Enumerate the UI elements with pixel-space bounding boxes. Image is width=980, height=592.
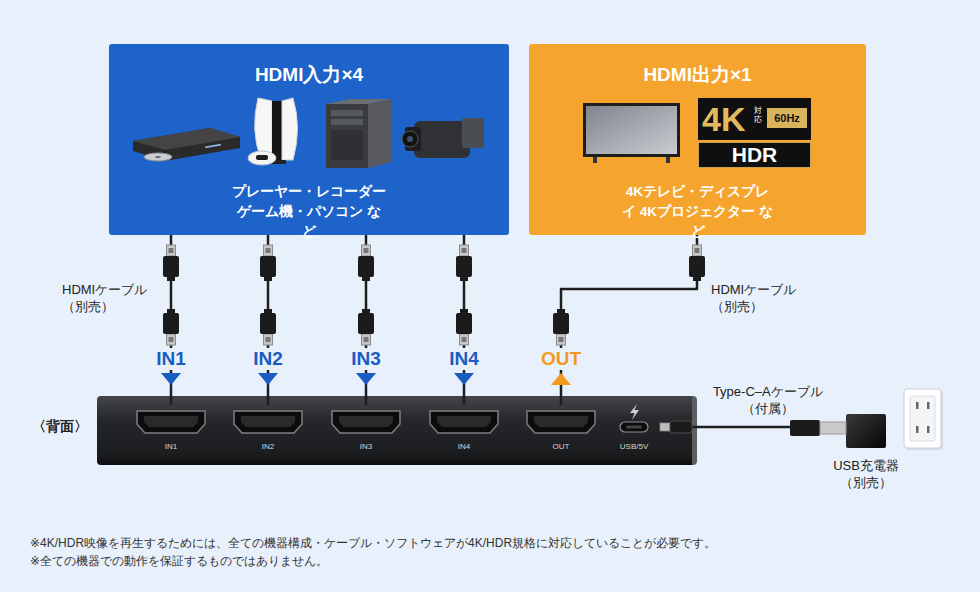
- hdmi-cable-line: [267, 235, 270, 405]
- hdmi-port: IN3: [329, 405, 403, 457]
- hdmi-port: IN2: [231, 405, 305, 457]
- panel-title: HDMI入力×4: [109, 63, 509, 87]
- port-callout: IN3: [348, 348, 384, 370]
- input-panel: HDMI入力×4プレーヤー・レコーダー ゲーム機・パソコン など: [109, 44, 509, 235]
- port-label: IN2: [231, 442, 305, 452]
- cable-note: HDMIケーブル （別売）: [62, 281, 156, 315]
- arrow-head: [551, 373, 571, 385]
- hdmi-cable: [258, 235, 278, 405]
- port-inner: [437, 416, 491, 427]
- usb-charger: USB充電器 （別売）: [846, 414, 886, 448]
- usbc-port: USB/5V: [609, 405, 659, 457]
- arrow-head: [258, 373, 278, 385]
- port-callout: IN4: [446, 348, 482, 370]
- badge-bottom: [699, 143, 811, 168]
- port-frame: [332, 411, 400, 433]
- port-inner: [339, 416, 393, 427]
- port-label: OUT: [524, 442, 598, 452]
- arrow-head: [161, 373, 181, 385]
- hdmi-cable-line: [170, 235, 173, 405]
- port-frame: [527, 411, 595, 433]
- hdmi-port: IN4: [427, 405, 501, 457]
- footnote: ※4K/HDR映像を再生するためには、全ての機器構成・ケーブル・ソフトウェアが4…: [30, 535, 716, 551]
- spec-badge: 4K 対応 60HzHDR: [698, 98, 811, 168]
- hdmi-port-shape: [331, 410, 401, 434]
- port-inner: [144, 416, 198, 427]
- badge-4k: 4K: [702, 99, 745, 139]
- port-callout: IN1: [153, 348, 189, 370]
- hdmi-port-shape: [136, 410, 206, 434]
- hdmi-cable-line: [463, 235, 466, 405]
- hdmi-cable: [356, 235, 376, 405]
- camcorder-icon: [402, 118, 484, 158]
- port-frame: [620, 422, 648, 432]
- badge-top: [698, 98, 811, 140]
- cable-note: Type-C–Aケーブル （付属）: [708, 383, 828, 417]
- port-frame: [137, 411, 205, 433]
- console-icon: [248, 98, 298, 165]
- port-callout: IN2: [250, 348, 286, 370]
- panel-title: HDMI出力×1: [529, 63, 866, 87]
- port-label: IN4: [427, 442, 501, 452]
- power-icon: [630, 404, 639, 420]
- badge-support: 対応: [754, 107, 762, 125]
- port-callout: OUT: [538, 348, 584, 370]
- badge-hdr: HDR: [698, 142, 811, 168]
- view-label: 〈背面〉: [32, 417, 88, 435]
- port-inner: [534, 416, 588, 427]
- hdmi-cable: [454, 235, 474, 405]
- panel-caption: 4Kテレビ・ディスプレイ 4Kプロジェクター など: [619, 182, 776, 242]
- port-frame: [430, 411, 498, 433]
- usbc-port-shape: [619, 421, 649, 433]
- port-inner: [626, 426, 642, 429]
- port-label: IN1: [134, 442, 208, 452]
- badge-rate: 60Hz: [767, 108, 807, 128]
- hdmi-port-shape: [526, 410, 596, 434]
- arrow-head: [454, 373, 474, 385]
- pc-icon: [326, 99, 392, 168]
- port-inner: [241, 416, 295, 427]
- wall-outlet: [904, 389, 943, 450]
- hdmi-cable: [161, 235, 181, 405]
- tv-icon: [583, 103, 680, 163]
- cable-note: HDMIケーブル （別売）: [711, 281, 805, 315]
- usb-cable-line: [659, 426, 846, 429]
- hdmi-port-shape: [429, 410, 499, 434]
- footnote: ※全ての機器での動作を保証するものではありません。: [30, 553, 328, 569]
- hdmi-plugs: [163, 245, 705, 345]
- port-label: IN3: [329, 442, 403, 452]
- hdmi-port: OUT: [524, 405, 598, 457]
- player-icon: [133, 128, 240, 161]
- hdmi-port-shape: [233, 410, 303, 434]
- hdmi-cable-line: [365, 235, 368, 405]
- switch-body: 〈背面〉IN1IN2IN3IN4OUTUSB/5V: [97, 396, 697, 465]
- port-label: USB/5V: [609, 442, 659, 452]
- hdmi-cable: [551, 235, 697, 405]
- hdmi-cable-line: [561, 235, 697, 405]
- usb-plugs: [660, 420, 846, 436]
- charger-label: USB充電器 （別売）: [829, 457, 903, 491]
- arrow-head: [356, 373, 376, 385]
- hdmi-port: IN1: [134, 405, 208, 457]
- port-frame: [234, 411, 302, 433]
- usb-cable: [659, 427, 846, 428]
- output-panel: HDMI出力×14Kテレビ・ディスプレイ 4Kプロジェクター など4K対応60H…: [529, 44, 866, 235]
- panel-caption: プレーヤー・レコーダー ゲーム機・パソコン など: [231, 182, 388, 242]
